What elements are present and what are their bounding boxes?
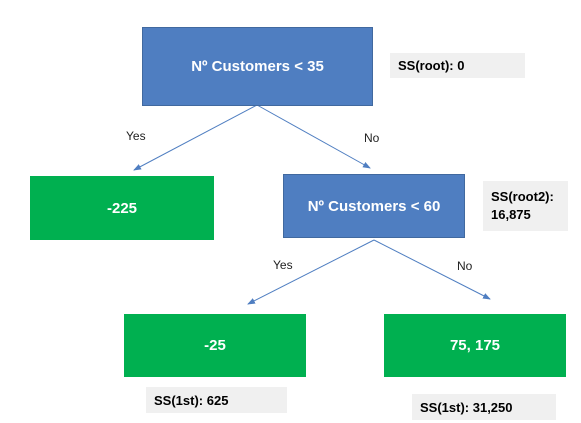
ss-1st-left-note: SS(1st): 625 bbox=[146, 387, 287, 413]
edge-label-root-no: No bbox=[364, 131, 380, 145]
leaf-no-node: 75, 175 bbox=[384, 314, 566, 377]
edge-label-root2-yes: Yes bbox=[273, 258, 293, 272]
ss-root-text: SS(root): 0 bbox=[398, 58, 465, 73]
edge-root-yes bbox=[133, 104, 258, 171]
root2-node-label: Nº Customers < 60 bbox=[307, 197, 441, 215]
root-node-label: Nº Customers < 35 bbox=[191, 58, 324, 75]
leaf-yes-label: -25 bbox=[204, 337, 226, 354]
edge-root2-no bbox=[373, 239, 491, 300]
root2-node: Nº Customers < 60 bbox=[283, 174, 465, 238]
ss-1st-left-text: SS(1st): 625 bbox=[154, 392, 229, 408]
ss-root2-note: SS(root2): 16,875 bbox=[483, 181, 568, 231]
edge-root-no bbox=[256, 104, 371, 169]
edge-label-root2-no: No bbox=[457, 259, 473, 273]
ss-root-note: SS(root): 0 bbox=[390, 53, 525, 78]
ss-root2-text-line2: 16,875 bbox=[491, 207, 531, 222]
left-leaf-label: -225 bbox=[106, 199, 138, 217]
root-node: Nº Customers < 35 bbox=[142, 27, 373, 106]
edge-label-root-yes: Yes bbox=[126, 129, 146, 143]
leaf-yes-node: -25 bbox=[124, 314, 306, 377]
ss-1st-right-text: SS(1st): 31,250 bbox=[420, 399, 513, 415]
ss-1st-right-note: SS(1st): 31,250 bbox=[412, 394, 556, 420]
edge-root2-yes bbox=[247, 239, 375, 305]
leaf-no-label: 75, 175 bbox=[449, 337, 501, 354]
left-leaf-node: -225 bbox=[30, 176, 214, 240]
ss-root2-text-line1: SS(root2): bbox=[491, 189, 554, 204]
